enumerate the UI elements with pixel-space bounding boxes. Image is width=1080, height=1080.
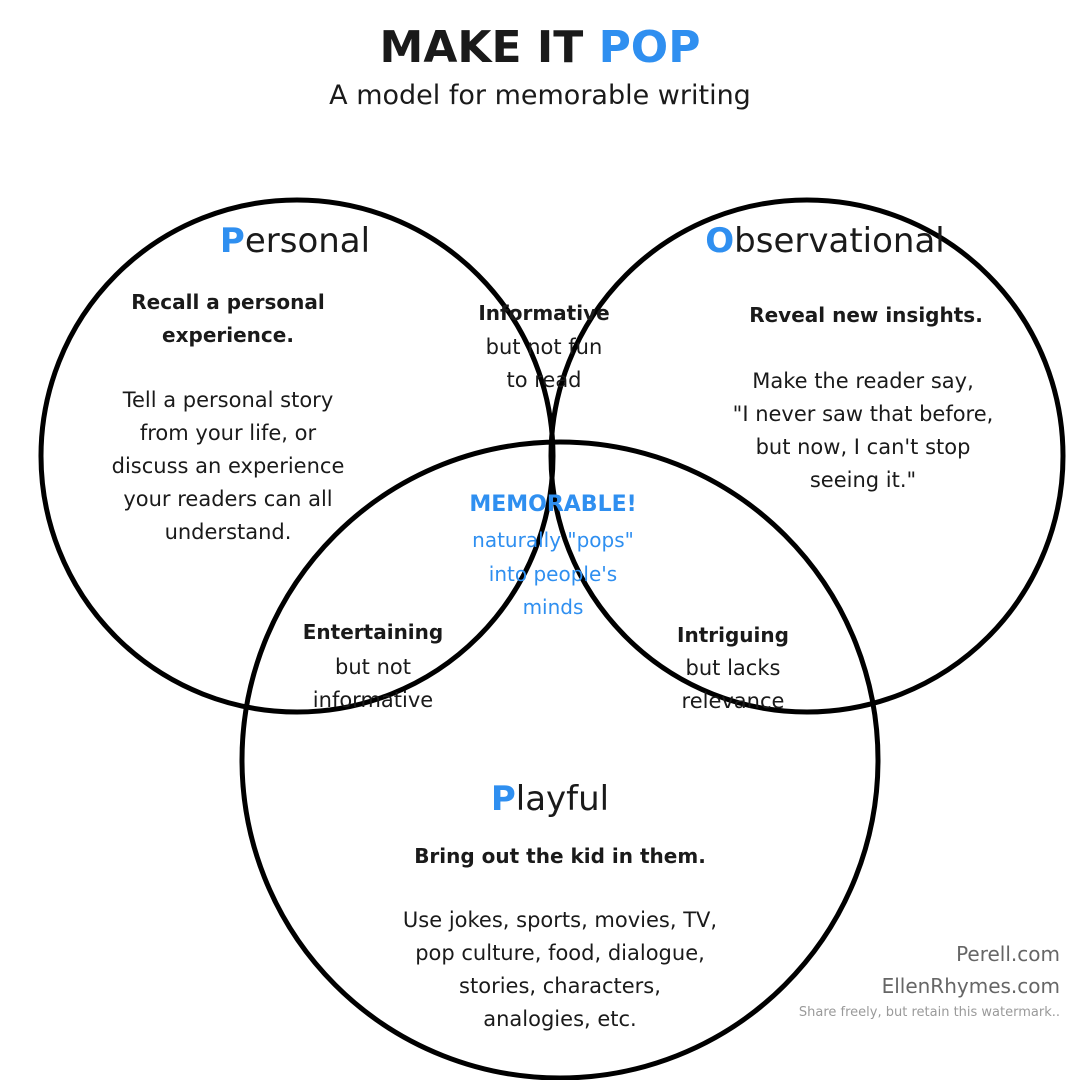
watermark-perell: Perell.com bbox=[956, 942, 1060, 966]
overlap-entertaining-line: but not bbox=[335, 655, 411, 679]
watermark-share-note: Share freely, but retain this watermark.… bbox=[798, 1005, 1060, 1020]
playful-heading-rest: layful bbox=[515, 779, 610, 819]
playful-body-line: Use jokes, sports, movies, TV, bbox=[402, 908, 718, 932]
playful-heading: Playful bbox=[400, 778, 700, 820]
observational-body-line: "I never saw that before, bbox=[732, 402, 994, 426]
observational-heading: Observational bbox=[665, 220, 985, 262]
observational-circle bbox=[548, 197, 1066, 715]
playful-tagline: Bring out the kid in them. bbox=[414, 844, 706, 868]
title-accent: POP bbox=[598, 22, 701, 73]
personal-tagline-line: experience. bbox=[162, 323, 294, 347]
personal-body-line: from your life, or bbox=[139, 421, 317, 445]
observational-body-line: seeing it." bbox=[809, 468, 917, 492]
personal-tagline-line: Recall a personal bbox=[131, 290, 325, 314]
personal-initial: P bbox=[219, 221, 245, 261]
center-memorable-line: minds bbox=[522, 595, 584, 619]
overlap-informative-title: Informative bbox=[478, 301, 610, 325]
center-memorable-line: naturally "pops" bbox=[472, 528, 634, 552]
overlap-entertaining-line: informative bbox=[312, 688, 434, 712]
personal-body-line: understand. bbox=[164, 520, 292, 544]
watermark-ellenrhymes: EllenRhymes.com bbox=[881, 974, 1060, 998]
observational-heading-rest: bservational bbox=[734, 221, 945, 261]
overlap-intriguing-title: Intriguing bbox=[677, 623, 789, 647]
playful-initial: P bbox=[490, 779, 516, 819]
overlap-informative-line: but not fun bbox=[485, 335, 603, 359]
overlap-informative-line: to read bbox=[506, 368, 582, 392]
observational-body-line: Make the reader say, bbox=[752, 369, 974, 393]
overlap-intriguing-line: but lacks bbox=[685, 656, 781, 680]
playful-circle bbox=[239, 439, 881, 1080]
personal-heading: Personal bbox=[145, 220, 445, 262]
overlap-intriguing-line: relevance bbox=[681, 689, 785, 713]
playful-body-line: analogies, etc. bbox=[483, 1007, 637, 1031]
observational-tagline: Reveal new insights. bbox=[749, 303, 983, 327]
personal-body-line: Tell a personal story bbox=[122, 388, 334, 412]
personal-body-line: your readers can all bbox=[123, 487, 333, 511]
playful-body-line: stories, characters, bbox=[459, 974, 661, 998]
overlap-entertaining-title: Entertaining bbox=[302, 620, 444, 644]
center-memorable-title: MEMORABLE! bbox=[469, 492, 637, 517]
personal-heading-rest: ersonal bbox=[244, 221, 371, 261]
observational-body-line: but now, I can't stop bbox=[755, 435, 971, 459]
center-memorable-line: into people's bbox=[488, 562, 618, 586]
page-subtitle: A model for memorable writing bbox=[329, 80, 751, 111]
personal-body-line: discuss an experience bbox=[111, 454, 345, 478]
page-title: MAKE IT POP bbox=[0, 22, 1080, 74]
playful-body-line: pop culture, food, dialogue, bbox=[415, 941, 705, 965]
title-main: MAKE IT bbox=[379, 22, 584, 73]
observational-initial: O bbox=[705, 221, 735, 261]
